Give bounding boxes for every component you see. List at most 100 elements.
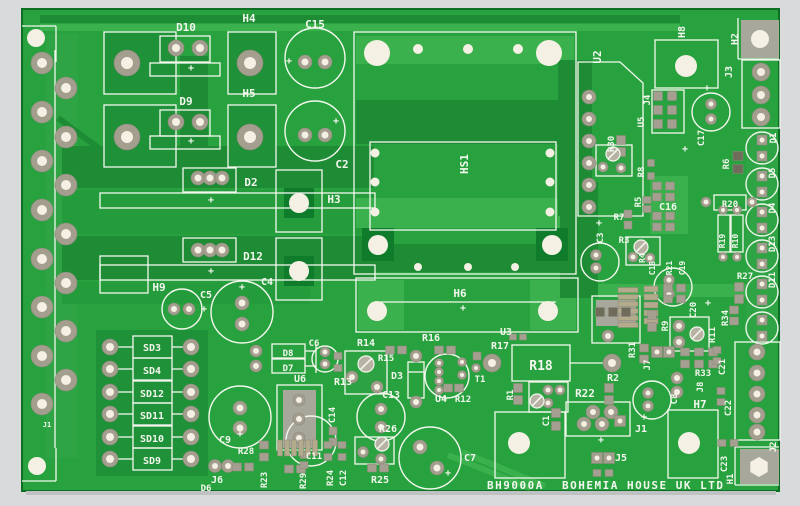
smd-pad	[732, 164, 744, 174]
trace-band	[62, 282, 310, 304]
board-title-text: BH9000A	[487, 479, 544, 492]
drill-hole	[37, 399, 47, 409]
drill-hole	[538, 301, 558, 321]
drill-hole	[586, 138, 592, 144]
drill-hole	[594, 455, 600, 461]
drill-hole	[759, 261, 765, 267]
smd-pad	[513, 383, 523, 393]
ref-label-D7: D7	[283, 364, 294, 374]
ref-label-U2: U2	[591, 50, 604, 63]
drill-hole	[186, 306, 192, 312]
capacitor-outline	[284, 100, 346, 162]
drill-hole	[322, 361, 328, 367]
smd-pad	[616, 135, 626, 145]
smd-pad	[663, 283, 673, 293]
drill-hole	[218, 174, 226, 182]
smd-pad	[509, 333, 517, 341]
drill-hole	[666, 349, 672, 355]
smd-pad	[623, 209, 633, 219]
drill-hole	[37, 156, 47, 166]
drill-hole	[557, 387, 563, 393]
silkscreen-outline	[494, 411, 566, 479]
ref-label-T1: T1	[475, 375, 486, 385]
drill-hole	[187, 433, 195, 441]
drill-hole	[360, 449, 366, 455]
smd-pad	[653, 119, 663, 129]
ref-label-C5: C5	[200, 290, 212, 301]
ref-label-H5: H5	[242, 87, 255, 100]
ref-label-R29: R29	[299, 473, 309, 489]
ref-label-J1: J1	[635, 424, 647, 435]
silkscreen-outline	[149, 62, 221, 77]
smd-pad	[284, 464, 294, 474]
ref-label-R11: R11	[708, 327, 718, 343]
ref-label-J8: J8	[696, 382, 706, 393]
drill-hole	[759, 209, 765, 215]
ref-label-C15: C15	[305, 18, 325, 31]
ref-label-R31: R31	[628, 342, 638, 358]
smd-pad	[647, 310, 657, 320]
smd-pad	[299, 461, 309, 469]
drill-hole	[289, 261, 309, 281]
drill-hole	[759, 137, 765, 143]
smd-pad	[244, 462, 254, 472]
drill-hole	[37, 351, 47, 361]
ref-label-D10: D10	[176, 21, 196, 34]
drill-hole	[674, 389, 680, 395]
drill-hole	[187, 343, 195, 351]
smd-pad	[653, 91, 663, 101]
silkscreen-outline	[730, 214, 744, 253]
drill-hole	[488, 359, 496, 367]
smd-pad	[284, 439, 290, 457]
drill-hole	[654, 349, 660, 355]
ref-label-R10: R10	[731, 234, 740, 249]
drill-hole	[61, 229, 71, 239]
smd-pad	[623, 220, 633, 230]
smd-pad	[595, 307, 605, 317]
drill-hole	[751, 30, 769, 48]
drill-hole	[374, 384, 380, 390]
smd-pad	[643, 293, 659, 301]
drill-hole	[322, 349, 328, 355]
ref-label-C12: C12	[339, 470, 349, 486]
ref-label-SD11: SD11	[140, 411, 164, 422]
ref-label-C16: C16	[659, 202, 677, 213]
smd-pad	[665, 181, 675, 191]
silkscreen-outline	[591, 295, 641, 344]
drill-hole	[759, 189, 765, 195]
drill-hole	[586, 160, 592, 166]
smd-pad	[454, 383, 464, 393]
drill-hole	[678, 432, 700, 454]
ref-label-R16: R16	[422, 333, 440, 344]
drill-hole	[545, 177, 555, 187]
smd-pad	[446, 345, 456, 355]
ref-label-D9: D9	[179, 95, 192, 108]
smd-pad	[551, 408, 561, 418]
drill-hole	[253, 348, 259, 354]
ref-label-+: +	[598, 435, 604, 446]
ref-label-HS1: HS1	[458, 154, 471, 174]
drill-hole	[27, 29, 45, 47]
drill-hole	[106, 433, 114, 441]
trace-band	[62, 236, 374, 280]
smd-pad	[639, 354, 649, 364]
drill-hole	[212, 463, 218, 469]
ref-label-D4: D4	[768, 202, 778, 213]
ref-label-D8: D8	[283, 349, 294, 359]
drill-hole	[187, 410, 195, 418]
smd-pad	[667, 105, 677, 115]
ref-label-R25: R25	[371, 475, 389, 486]
drill-hole	[599, 421, 605, 427]
drill-hole	[225, 463, 231, 469]
drill-hole	[378, 456, 384, 462]
smd-pad	[513, 395, 523, 405]
capacitor-outline	[745, 131, 779, 165]
silkscreen-outline	[182, 237, 237, 263]
drill-hole	[236, 424, 244, 432]
drill-hole	[608, 409, 614, 415]
ref-label-R27: R27	[737, 272, 753, 282]
ref-label-D6: D6	[201, 484, 212, 494]
drill-hole	[437, 388, 441, 392]
ref-label-+: +	[596, 218, 602, 229]
drill-hole	[106, 455, 114, 463]
